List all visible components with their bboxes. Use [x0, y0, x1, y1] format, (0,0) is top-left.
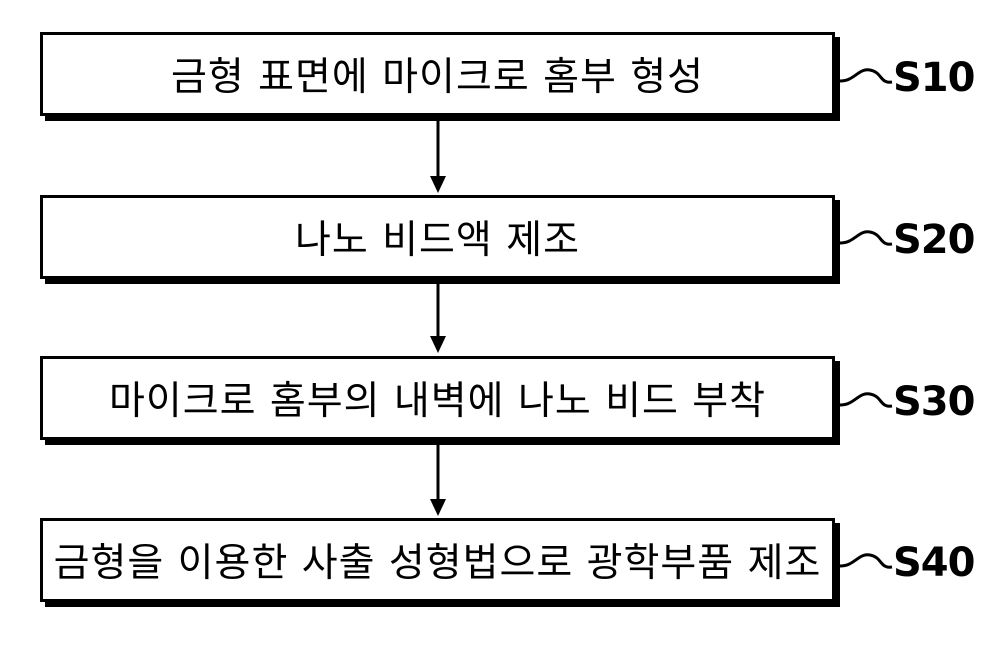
arrow-s30-s40	[430, 441, 446, 516]
step-box-s20: 나노 비드액 제조	[40, 195, 835, 279]
step-text: 금형을 이용한 사출 성형법으로 광학부품 제조	[54, 532, 822, 588]
leader-line-s20	[840, 232, 892, 244]
step-box-s30: 마이크로 홈부의 내벽에 나노 비드 부착	[40, 356, 835, 440]
step-label-s20: S20	[893, 217, 974, 263]
arrow-s10-s20	[430, 117, 446, 193]
leader-line-s10	[840, 70, 892, 82]
leader-line-s40	[840, 555, 892, 567]
arrow-s20-s30	[430, 281, 446, 353]
step-box-s10: 금형 표면에 마이크로 홈부 형성	[40, 32, 835, 116]
step-text: 마이크로 홈부의 내벽에 나노 비드 부착	[109, 370, 766, 426]
step-box-s40: 금형을 이용한 사출 성형법으로 광학부품 제조	[40, 518, 835, 602]
step-text: 나노 비드액 제조	[295, 209, 580, 265]
leader-line-s30	[840, 394, 892, 406]
step-label-s40: S40	[893, 540, 974, 586]
step-label-s10: S10	[893, 55, 974, 101]
step-text: 금형 표면에 마이크로 홈부 형성	[171, 46, 704, 102]
step-label-s30: S30	[893, 379, 974, 425]
